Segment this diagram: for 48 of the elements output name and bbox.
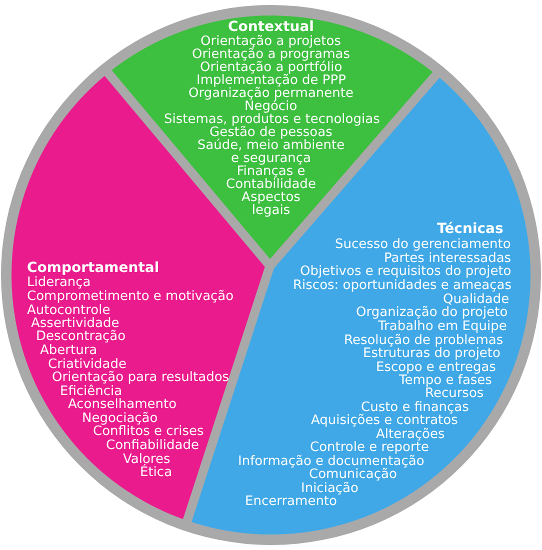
competence-label: Confiabilidade	[106, 439, 199, 453]
competence-label: Trabalho em Equipe	[378, 320, 507, 334]
competence-label: Controle e reporte	[310, 441, 429, 455]
segment-heading: Comportamental	[27, 260, 160, 276]
competence-label: Orientação a portfólio	[200, 60, 342, 74]
competence-label: Negociação	[82, 412, 158, 426]
competence-label: Objetivos e requisitos do projeto	[300, 265, 512, 279]
competence-label: Encerramento	[245, 495, 337, 509]
competence-label: Comunicação	[309, 468, 397, 482]
competence-label: Gestão de pessoas	[210, 126, 332, 138]
segment-heading: Contextual	[228, 18, 314, 34]
competence-label: Aquisições e contratos	[311, 414, 458, 428]
competence-label: Escopo e entregas	[376, 361, 496, 375]
competence-label: Estruturas do projeto	[363, 347, 500, 361]
competence-label: Organização permanente	[188, 86, 354, 100]
competence-label: Finanças e Contabilidade	[226, 164, 316, 190]
competence-label: Informação e documentação	[238, 455, 424, 469]
competence-label: Implementação de PPP	[196, 74, 346, 86]
competence-label: Organização do projeto	[356, 306, 508, 320]
competence-label: Liderança	[27, 276, 91, 290]
competence-label: Abertura	[40, 344, 98, 358]
competence-label: Orientação a programas	[192, 48, 350, 60]
competence-label: Autocontrole	[27, 304, 110, 318]
competence-label: Sistemas, produtos e tecnologias	[164, 112, 380, 126]
competence-label: Resolução de problemas	[344, 334, 504, 348]
competence-label: Riscos: oportunidades e ameaças	[293, 279, 512, 293]
competence-label: Comprometimento e motivação	[27, 290, 234, 304]
competence-label: Alterações	[376, 428, 445, 442]
competence-label: Partes interessadas	[384, 252, 512, 266]
competence-label: Eficiência	[60, 385, 122, 399]
competence-label: Descontração	[36, 330, 126, 344]
competence-label: Criatividade	[48, 358, 126, 372]
competence-label: Sucesso do gerenciamento	[335, 238, 511, 252]
competence-label: Saúde, meio ambiente e segurança	[196, 138, 346, 164]
competence-label: Negócio	[244, 100, 298, 112]
competence-label: Aconselhamento	[68, 398, 177, 412]
competence-label: Orientação para resultados	[52, 371, 230, 385]
competence-label: Custo e finanças	[361, 401, 469, 415]
competence-label: Recursos	[425, 387, 484, 401]
competence-label: Aspectos legais	[241, 190, 301, 216]
competence-label: Orientação a projetos	[200, 34, 341, 48]
competence-label: Ética	[140, 466, 172, 480]
competence-label: Assertividade	[31, 317, 120, 331]
competence-label: Tempo e fases	[399, 374, 492, 388]
competence-label: Iniciação	[301, 482, 358, 496]
competence-label: Conflitos e crises	[93, 425, 204, 439]
segment-heading: Técnicas	[437, 220, 504, 238]
competence-label: Qualidade	[443, 293, 510, 307]
